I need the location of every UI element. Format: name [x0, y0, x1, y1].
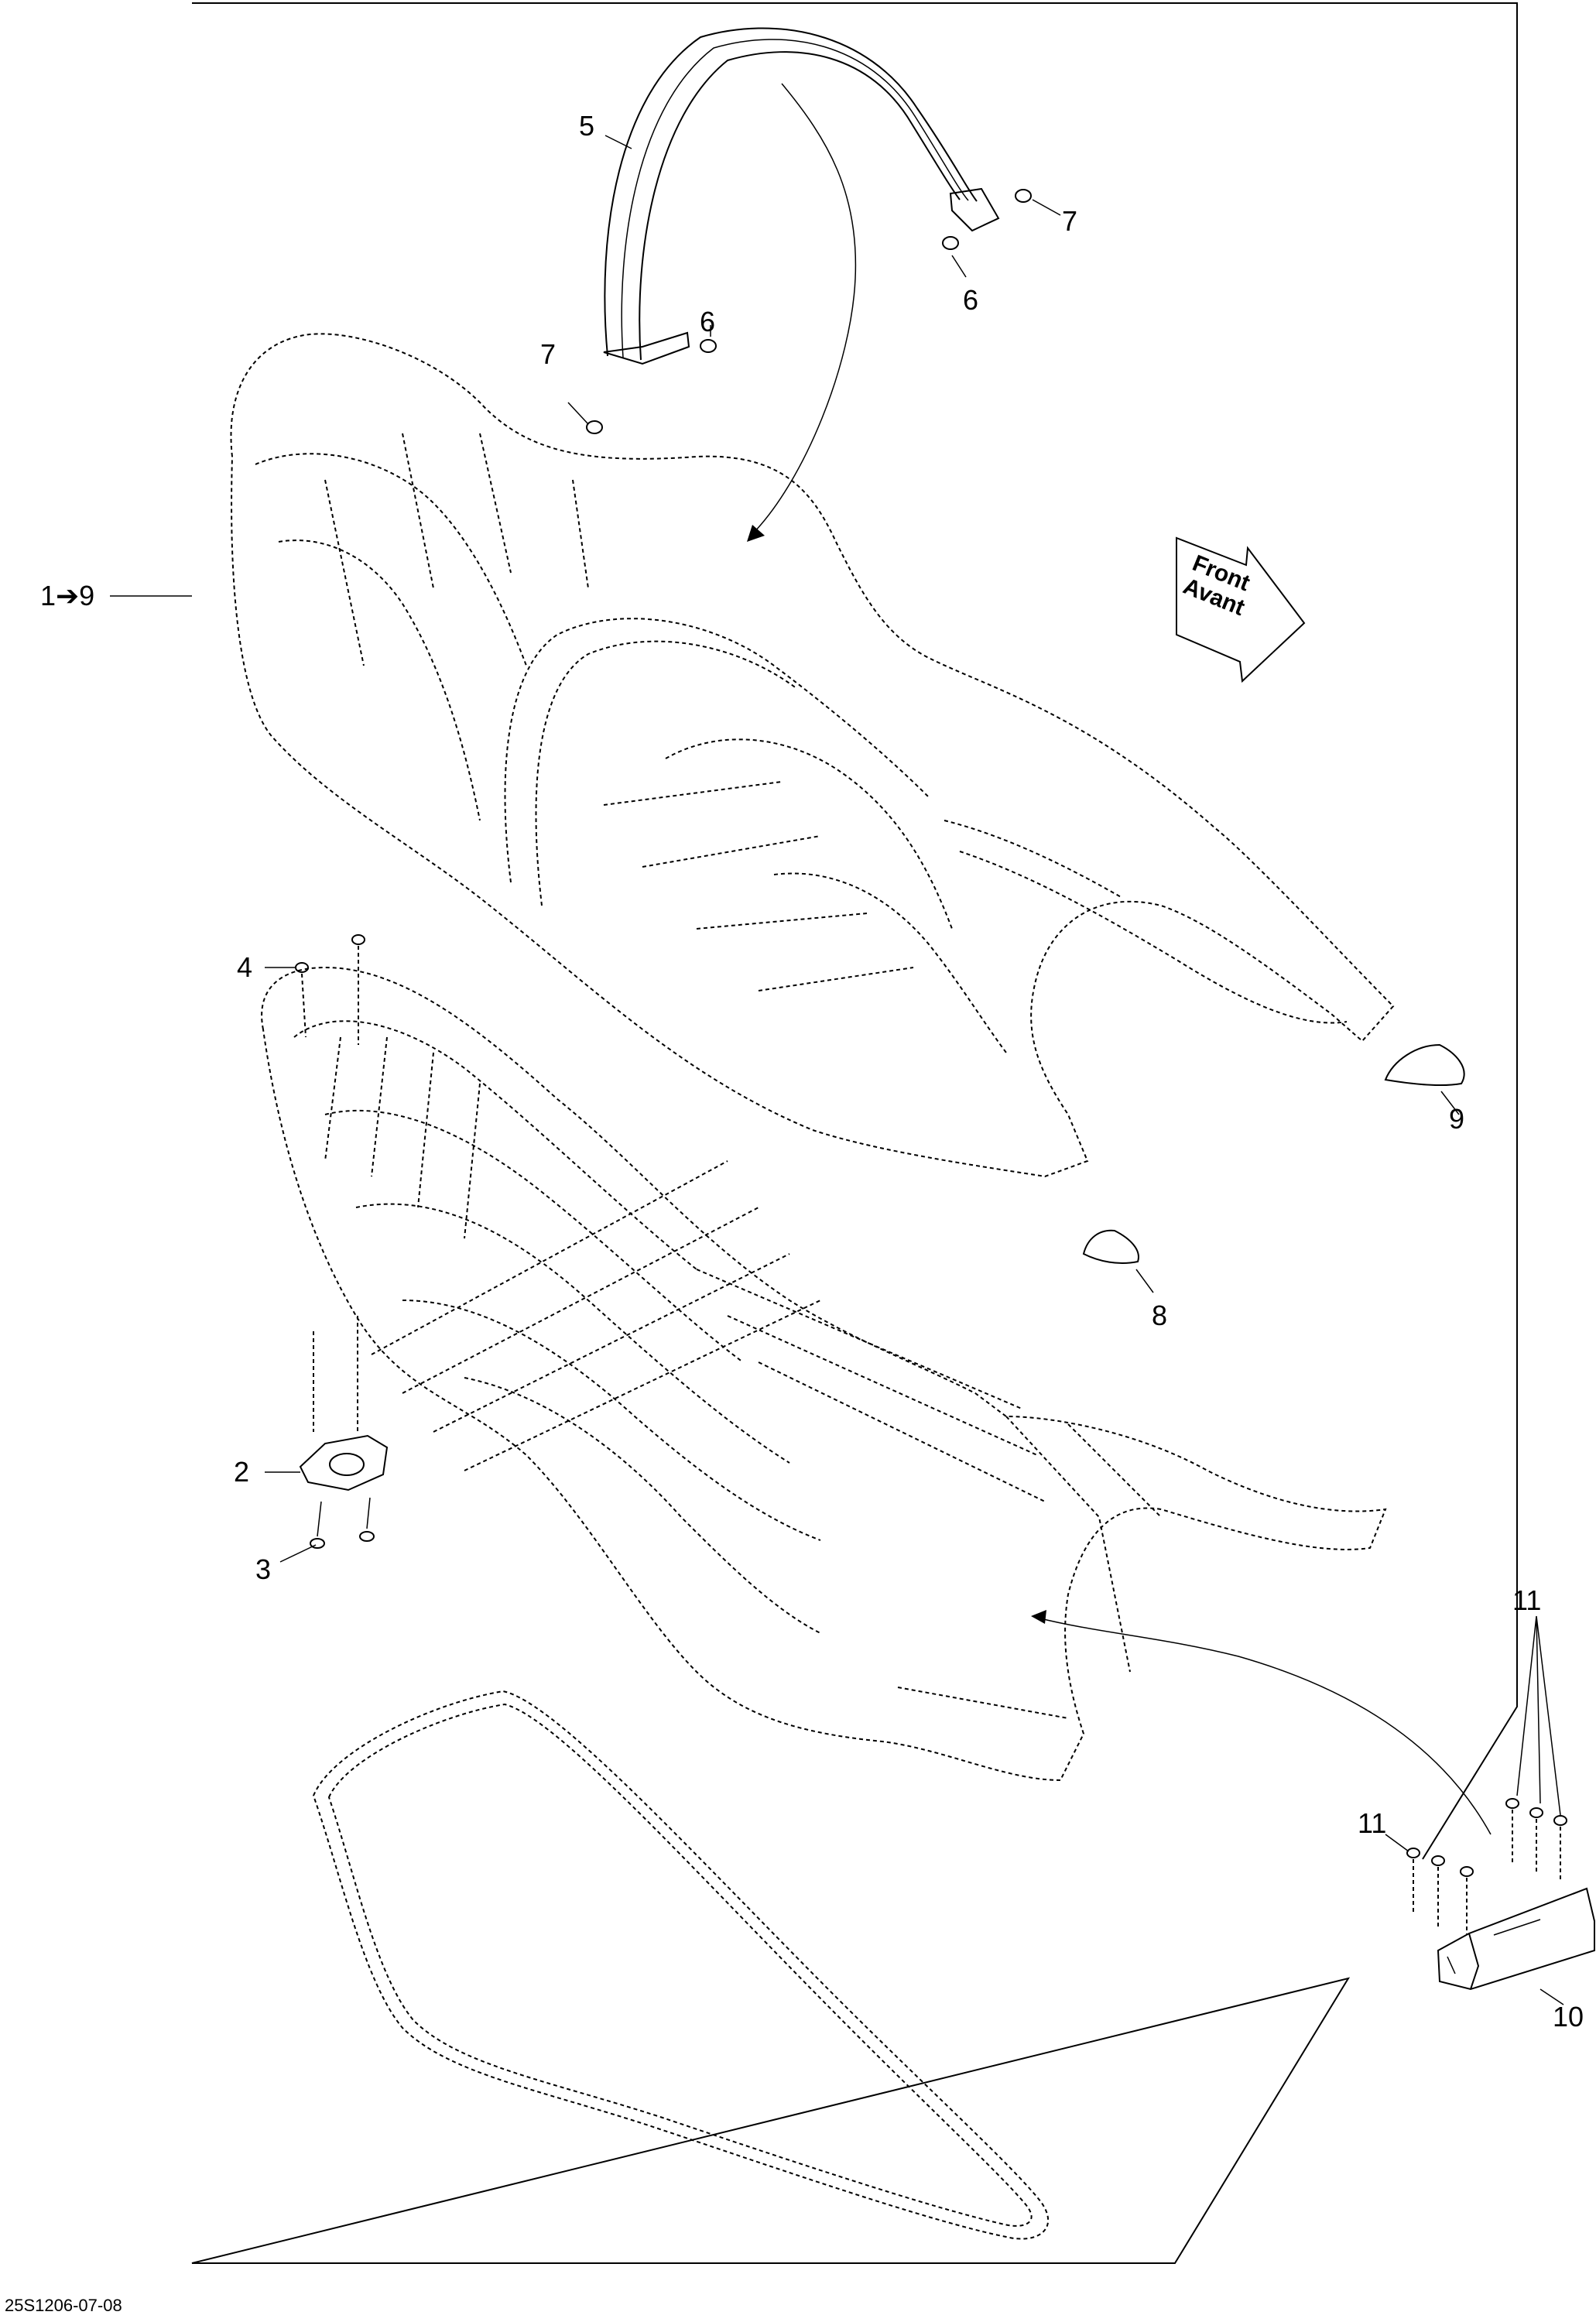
front-direction-arrow: [1176, 536, 1306, 683]
callout-11-top: 11: [1512, 1584, 1542, 1616]
callout-11-left: 11: [1358, 1807, 1387, 1839]
callout-3: 3: [255, 1553, 272, 1585]
bumper-9: [1384, 1043, 1465, 1087]
seat-gasket: [312, 1690, 1050, 2240]
rear-strap: [603, 27, 1000, 365]
install-arrow-bracket: [1036, 1617, 1492, 1835]
strap-hardware: [586, 189, 1032, 434]
callout-4: 4: [237, 951, 253, 983]
callout-7-left: 7: [540, 338, 557, 370]
callout-1-9: 1➔9: [40, 580, 95, 611]
bumper-8: [1082, 1229, 1139, 1264]
latch-assembly: [299, 1316, 389, 1549]
callout-5: 5: [579, 110, 595, 142]
callout-10: 10: [1553, 2001, 1584, 2033]
callout-2: 2: [234, 1456, 250, 1488]
assembly-frame: [191, 2, 1518, 2264]
install-arrow-strap: [752, 83, 857, 535]
callout-9: 9: [1449, 1103, 1465, 1135]
install-arrow-bracket-head: [1031, 1610, 1046, 1624]
install-arrow-strap-head: [747, 525, 765, 542]
seat-clips: [295, 934, 365, 1045]
callout-8: 8: [1152, 1300, 1168, 1331]
callout-6-top: 6: [700, 306, 716, 337]
callout-6-right: 6: [963, 284, 979, 316]
bracket-10: [1406, 1798, 1595, 1991]
doc-reference: 25S1206-07-08: [5, 2296, 122, 2315]
seat-cover: [230, 333, 1395, 1178]
seat-base: [261, 966, 1387, 1782]
leader-lines: [110, 135, 1564, 2005]
callout-7-right: 7: [1062, 205, 1078, 237]
